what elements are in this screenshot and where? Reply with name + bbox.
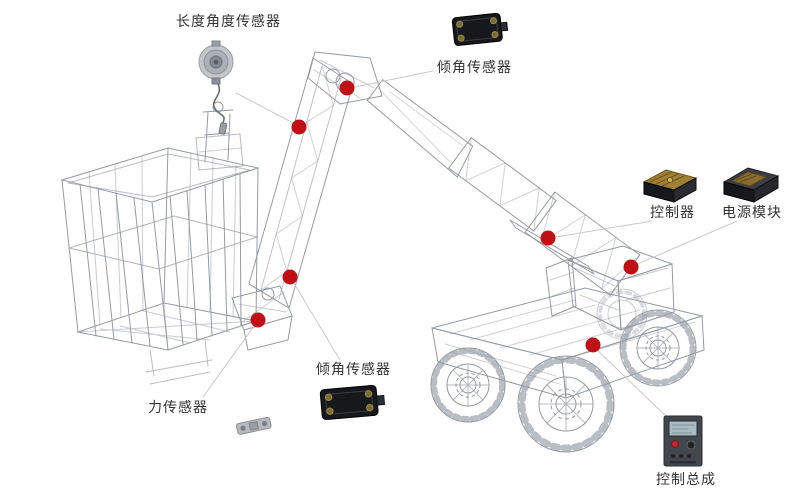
length-angle-sensor-image [198, 40, 234, 135]
label-force-sensor: 力传感器 [148, 400, 208, 416]
marker-power-module [623, 259, 639, 275]
telescopic-boom [366, 78, 641, 296]
marker-length-angle-sensor [291, 119, 307, 135]
wheel-rear-icon [517, 355, 615, 453]
marker-controller [540, 230, 556, 246]
turret [545, 245, 675, 331]
marker-tilt-sensor-top [339, 80, 355, 96]
force-sensor-image [235, 416, 272, 435]
label-power-module: 电源模块 [722, 205, 782, 221]
callout-lines [202, 70, 738, 421]
marker-tilt-sensor-bottom [282, 269, 298, 285]
label-length-angle-sensor: 长度角度传感器 [176, 14, 281, 30]
callout-line-tilt-sensor-bottom [291, 279, 341, 361]
tilt-sensor-top-image [451, 12, 509, 46]
callout-line-tilt-sensor-top [349, 70, 434, 89]
boom-lift-machine [60, 51, 705, 453]
basket-riser [195, 101, 244, 171]
marker-force-sensor [250, 312, 266, 328]
jib-boom [248, 57, 354, 309]
basket-link [231, 285, 293, 351]
label-tilt-sensor-top: 倾角传感器 [437, 60, 512, 76]
callout-line-control-assembly [594, 347, 671, 421]
platform-basket [60, 147, 260, 385]
wheel-front-icon [430, 347, 506, 423]
label-control-assembly: 控制总成 [656, 472, 716, 488]
controller-image [642, 169, 698, 203]
label-controller: 控制器 [650, 205, 695, 221]
callout-line-controller [549, 220, 653, 239]
power-module-image [722, 167, 780, 203]
callout-line-power-module [632, 220, 738, 267]
tilt-sensor-bottom-image [319, 384, 386, 421]
sensor-markers [250, 80, 639, 353]
label-tilt-sensor-bottom: 倾角传感器 [316, 362, 391, 378]
callout-line-force-sensor [202, 321, 258, 398]
marker-control-assembly [585, 337, 601, 353]
wheel-right-icon [619, 309, 697, 387]
control-assembly-image [663, 415, 703, 467]
callout-line-length-angle-sensor [235, 92, 298, 126]
